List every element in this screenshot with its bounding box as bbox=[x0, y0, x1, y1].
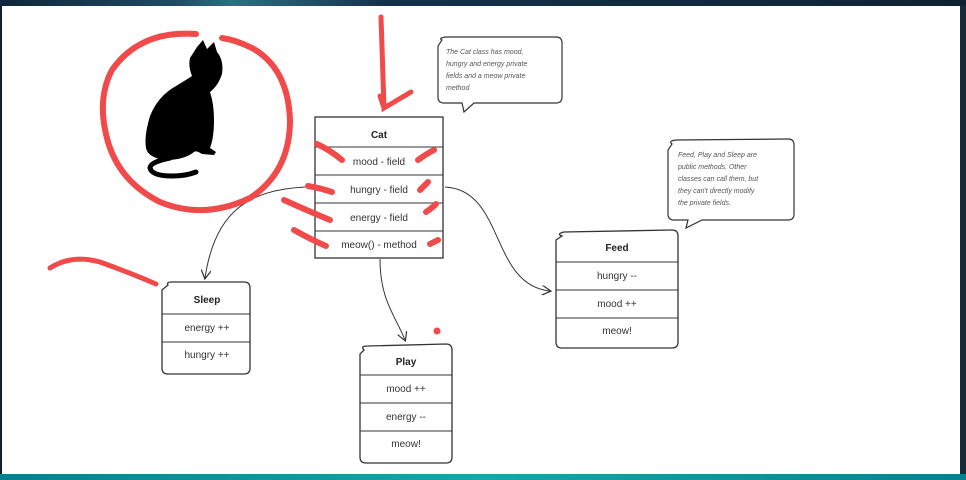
note-public-methods[interactable]: Feed, Play and Sleep are public methods.… bbox=[667, 138, 795, 230]
play-method-box[interactable]: Play mood ++ energy -- meow! bbox=[359, 343, 453, 464]
underline-annotation bbox=[47, 256, 159, 287]
red-dot-annotation bbox=[433, 327, 441, 335]
note-public-methods-line-4: they can't directly modify bbox=[678, 188, 755, 195]
pointer-arrow-annotation bbox=[378, 14, 414, 113]
sleep-method-box[interactable]: Sleep energy ++ hungry ++ bbox=[161, 281, 251, 375]
play-title: Play bbox=[396, 357, 417, 368]
mark-meow-left bbox=[291, 227, 329, 249]
mark-energy-right bbox=[423, 201, 439, 215]
cat-field-mood: mood - field bbox=[353, 157, 405, 168]
bottom-window-edge bbox=[0, 474, 966, 480]
cat-silhouette-icon bbox=[145, 40, 223, 179]
right-window-edge bbox=[960, 6, 966, 474]
feed-method-box[interactable]: Feed hungry -- mood ++ meow! bbox=[555, 229, 679, 349]
circle-around-cat-annotation bbox=[99, 30, 294, 213]
note-cat-class[interactable]: The Cat class has mood, hungry and energ… bbox=[437, 36, 563, 114]
top-window-edge bbox=[0, 0, 966, 6]
cat-field-energy: energy - field bbox=[350, 213, 408, 224]
feed-row-meow: meow! bbox=[602, 326, 631, 337]
mark-hungry-left bbox=[305, 183, 335, 195]
feed-row-hungry: hungry -- bbox=[597, 271, 637, 282]
cat-method-meow: meow() - method bbox=[341, 240, 417, 251]
pointer-arrow-left-stroke bbox=[377, 93, 387, 111]
arrow-cat-to-sleep bbox=[205, 186, 306, 278]
play-row-mood: mood ++ bbox=[386, 384, 426, 395]
mark-energy-left bbox=[281, 197, 333, 223]
sleep-title: Sleep bbox=[194, 295, 221, 306]
mark-meow-right bbox=[427, 237, 441, 247]
cat-class-box[interactable]: Cat mood - field hungry - field energy -… bbox=[314, 116, 444, 259]
note-cat-class-line-1: The Cat class has mood, bbox=[446, 49, 523, 56]
mark-mood-left bbox=[314, 141, 345, 163]
arrow-cat-to-play bbox=[379, 258, 405, 340]
play-row-meow: meow! bbox=[391, 439, 420, 450]
note-cat-class-line-3: fields and a meow private bbox=[446, 73, 525, 80]
note-cat-class-line-2: hungry and energy private bbox=[446, 61, 527, 68]
note-public-methods-line-3: classes can call them, but bbox=[678, 176, 759, 183]
cat-field-hungry: hungry - field bbox=[350, 185, 408, 196]
cat-class-title: Cat bbox=[371, 130, 388, 141]
arrow-cat-to-feed bbox=[444, 186, 550, 291]
sleep-row-hungry: hungry ++ bbox=[184, 350, 229, 361]
note-public-methods-line-2: public methods. Other bbox=[677, 164, 747, 171]
red-annotations bbox=[47, 14, 441, 287]
note-public-methods-line-1: Feed, Play and Sleep are bbox=[678, 152, 757, 159]
mark-mood-right bbox=[415, 147, 437, 163]
feed-title: Feed bbox=[605, 243, 628, 254]
feed-row-mood: mood ++ bbox=[597, 299, 637, 310]
note-cat-class-line-4: method bbox=[446, 85, 470, 92]
mark-hungry-right bbox=[417, 179, 431, 193]
play-row-energy: energy -- bbox=[386, 412, 426, 423]
sleep-row-energy: energy ++ bbox=[184, 323, 229, 334]
note-public-methods-line-5: the private fields. bbox=[678, 200, 731, 207]
